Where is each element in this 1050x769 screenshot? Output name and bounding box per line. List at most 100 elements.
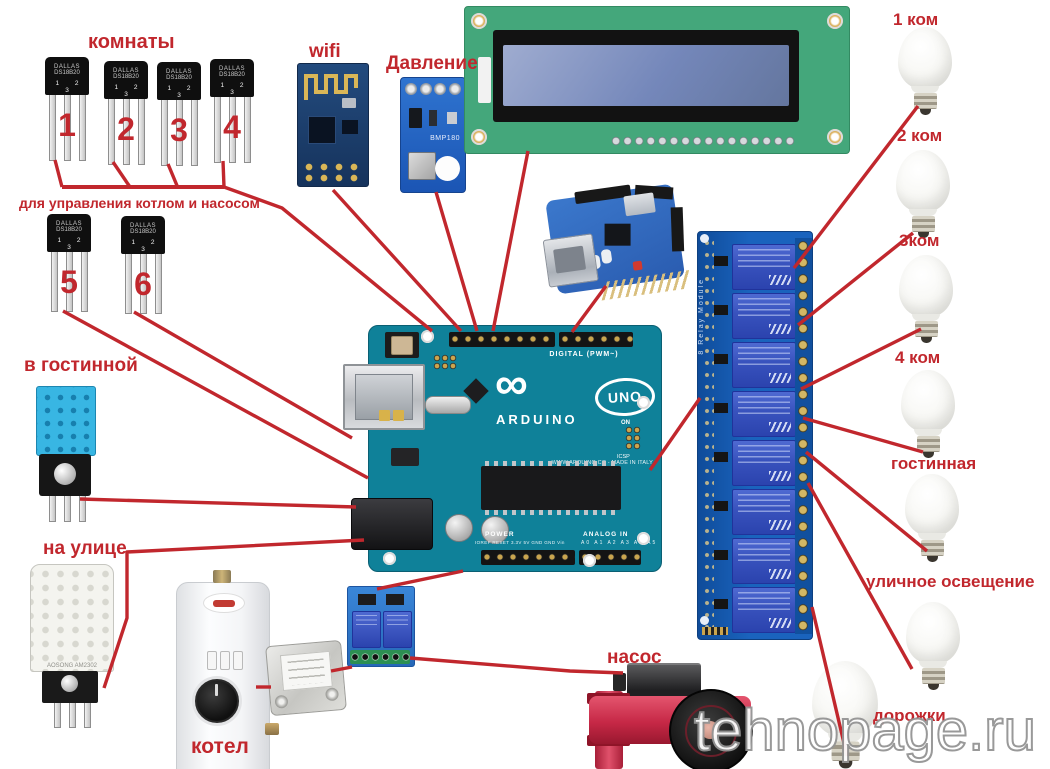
digital-header bbox=[449, 332, 555, 347]
mounting-hole bbox=[827, 129, 843, 145]
bulb-room-1 bbox=[897, 27, 953, 115]
icsp-header bbox=[433, 354, 457, 370]
label-bulb-2: 2 ком bbox=[897, 126, 943, 145]
screw bbox=[274, 694, 289, 709]
pin-header bbox=[670, 207, 685, 252]
sensor-number: 6 bbox=[134, 266, 152, 302]
crystal bbox=[342, 98, 356, 108]
wire bbox=[79, 497, 357, 509]
arduino-logo: ∞ bbox=[495, 357, 528, 409]
arduino-brand: ARDUINO bbox=[496, 412, 578, 427]
lcd-screen bbox=[503, 45, 789, 106]
dht22-marking: AOSONG AM2302 bbox=[31, 663, 113, 669]
digital-header bbox=[559, 332, 633, 347]
bulb-room-4 bbox=[900, 370, 956, 458]
label-bulb-street: уличное освещение bbox=[866, 572, 1035, 591]
relay-module-8ch: 8 Relay Module bbox=[697, 231, 813, 640]
sensor-number: 3 bbox=[170, 112, 188, 148]
digital-label: DIGITAL (PWM~) bbox=[549, 351, 619, 358]
wire bbox=[166, 163, 180, 189]
dht11-board bbox=[39, 454, 91, 496]
boiler-switches bbox=[207, 651, 243, 670]
relay-module-2ch bbox=[347, 586, 415, 667]
dht22-housing: AOSONG AM2302 bbox=[30, 564, 114, 672]
wire bbox=[53, 159, 64, 188]
ds18b20-sensor-6: DALLAS DS18B20 1 2 3 6 bbox=[121, 216, 165, 314]
wire bbox=[62, 309, 369, 480]
label-living-room-sensor: в гостинной bbox=[24, 355, 138, 376]
terminal-box bbox=[627, 663, 701, 699]
wire bbox=[221, 160, 226, 188]
label-pressure: Давление bbox=[386, 53, 478, 74]
relay-1 bbox=[732, 244, 796, 290]
esp8266-wifi-module bbox=[297, 63, 369, 187]
mounting-hole bbox=[471, 13, 487, 29]
sensor-body: DALLAS DS18B20 1 2 3 bbox=[45, 57, 89, 95]
power-jack bbox=[351, 498, 433, 550]
icsp-header-2 bbox=[625, 426, 641, 450]
resistors bbox=[704, 240, 714, 632]
dht11-housing bbox=[36, 386, 96, 456]
dht22-board bbox=[42, 671, 98, 703]
lcd-display-module bbox=[464, 6, 850, 154]
label-boiler-pump-sensors: для управления котлом и насосом bbox=[19, 195, 260, 211]
bulb-living-room bbox=[904, 474, 960, 562]
label-bulb-living-room: гостинная bbox=[891, 454, 977, 473]
flash-chip bbox=[342, 120, 358, 134]
power-pin-labels: IOREF RESET 3.3V 5V GND GND Vin bbox=[475, 540, 565, 545]
analog-label: ANALOG IN bbox=[583, 531, 629, 538]
bulb-street-light bbox=[905, 602, 961, 690]
label-boiler: котел bbox=[191, 735, 249, 758]
capacitor bbox=[481, 516, 509, 544]
ds18b20-sensor-2: DALLAS DS18B20 1 2 3 2 bbox=[104, 61, 148, 165]
relay-4 bbox=[732, 391, 796, 437]
sensor-pins: 1 2 3 bbox=[55, 80, 86, 94]
label-outside-sensor: на улице bbox=[43, 538, 127, 559]
solid-state-relay bbox=[265, 639, 347, 717]
relay-6 bbox=[732, 489, 796, 535]
transistors bbox=[714, 256, 728, 636]
label-rooms: комнаты bbox=[88, 31, 175, 53]
power-header bbox=[481, 550, 575, 565]
circulation-pump bbox=[583, 663, 759, 769]
ds18b20-sensor-5: DALLAS DS18B20 1 2 3 5 bbox=[47, 214, 91, 312]
boiler-pipe-top bbox=[213, 570, 231, 583]
bmp180-pressure-module: BMP180 bbox=[400, 77, 466, 193]
relay-3 bbox=[732, 342, 796, 388]
sensor-number: 4 bbox=[223, 109, 241, 145]
antenna-trace bbox=[304, 74, 358, 100]
relay-7 bbox=[732, 538, 796, 584]
pin-fringe bbox=[601, 269, 693, 301]
atmega328-chip bbox=[481, 461, 621, 515]
relay-8 bbox=[732, 587, 796, 633]
on-label: ON bbox=[621, 420, 630, 426]
header-holes bbox=[405, 83, 461, 95]
relay-2 bbox=[383, 611, 412, 648]
reset-button bbox=[385, 332, 419, 358]
shield-board bbox=[542, 183, 693, 301]
boiler-pipe-side bbox=[265, 723, 279, 735]
wire bbox=[331, 188, 463, 333]
lcd-bezel bbox=[493, 30, 799, 122]
wire bbox=[796, 231, 915, 327]
ethernet-shield bbox=[538, 175, 694, 315]
cable-gland bbox=[613, 673, 626, 691]
sensor-model: DS18B20 bbox=[54, 70, 80, 76]
relay-1 bbox=[352, 611, 381, 648]
bulb-room-3 bbox=[898, 255, 954, 343]
lcd-pin-row bbox=[611, 133, 797, 150]
boiler-logo bbox=[203, 593, 245, 613]
sensor-number: 5 bbox=[60, 264, 78, 300]
screw bbox=[324, 687, 340, 702]
mounting-hole bbox=[827, 13, 843, 29]
crystal-oscillator bbox=[425, 396, 471, 414]
relay-2 bbox=[732, 293, 796, 339]
label-bulb-paths: дорожки bbox=[873, 706, 946, 725]
sensor-legs bbox=[45, 95, 89, 161]
label-pump: насос bbox=[607, 647, 662, 668]
label-bulb-3: 3ком bbox=[899, 231, 940, 250]
mounting-hole bbox=[471, 129, 487, 145]
bmp180-marking: BMP180 bbox=[430, 135, 460, 142]
pin-header bbox=[304, 162, 362, 183]
label-bulb-1: 1 ком bbox=[893, 10, 939, 29]
